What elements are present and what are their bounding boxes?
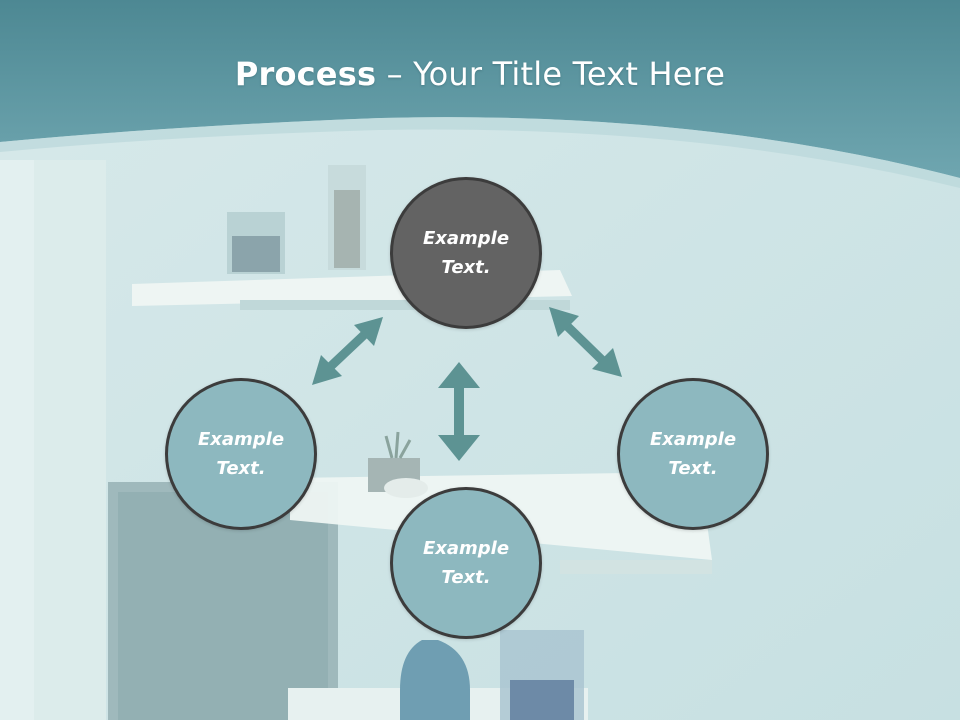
process-node-right: Example Text.: [617, 378, 769, 530]
process-node-bottom: Example Text.: [390, 487, 542, 639]
node-right-text: Example Text.: [649, 429, 737, 479]
node-left-text: Example Text.: [197, 429, 285, 479]
arrow-top-right: [549, 307, 622, 377]
slide-title: Process – Your Title Text Here: [0, 52, 960, 96]
arrow-vertical: [438, 362, 480, 461]
title-bold: Process: [234, 55, 377, 93]
node-bottom-text: Example Text.: [422, 538, 510, 588]
arrow-top-left: [312, 317, 383, 385]
process-node-top: Example Text.: [390, 177, 542, 329]
process-node-left: Example Text.: [165, 378, 317, 530]
title-rest: – Your Title Text Here: [376, 55, 726, 93]
node-top-text: Example Text.: [422, 228, 510, 278]
